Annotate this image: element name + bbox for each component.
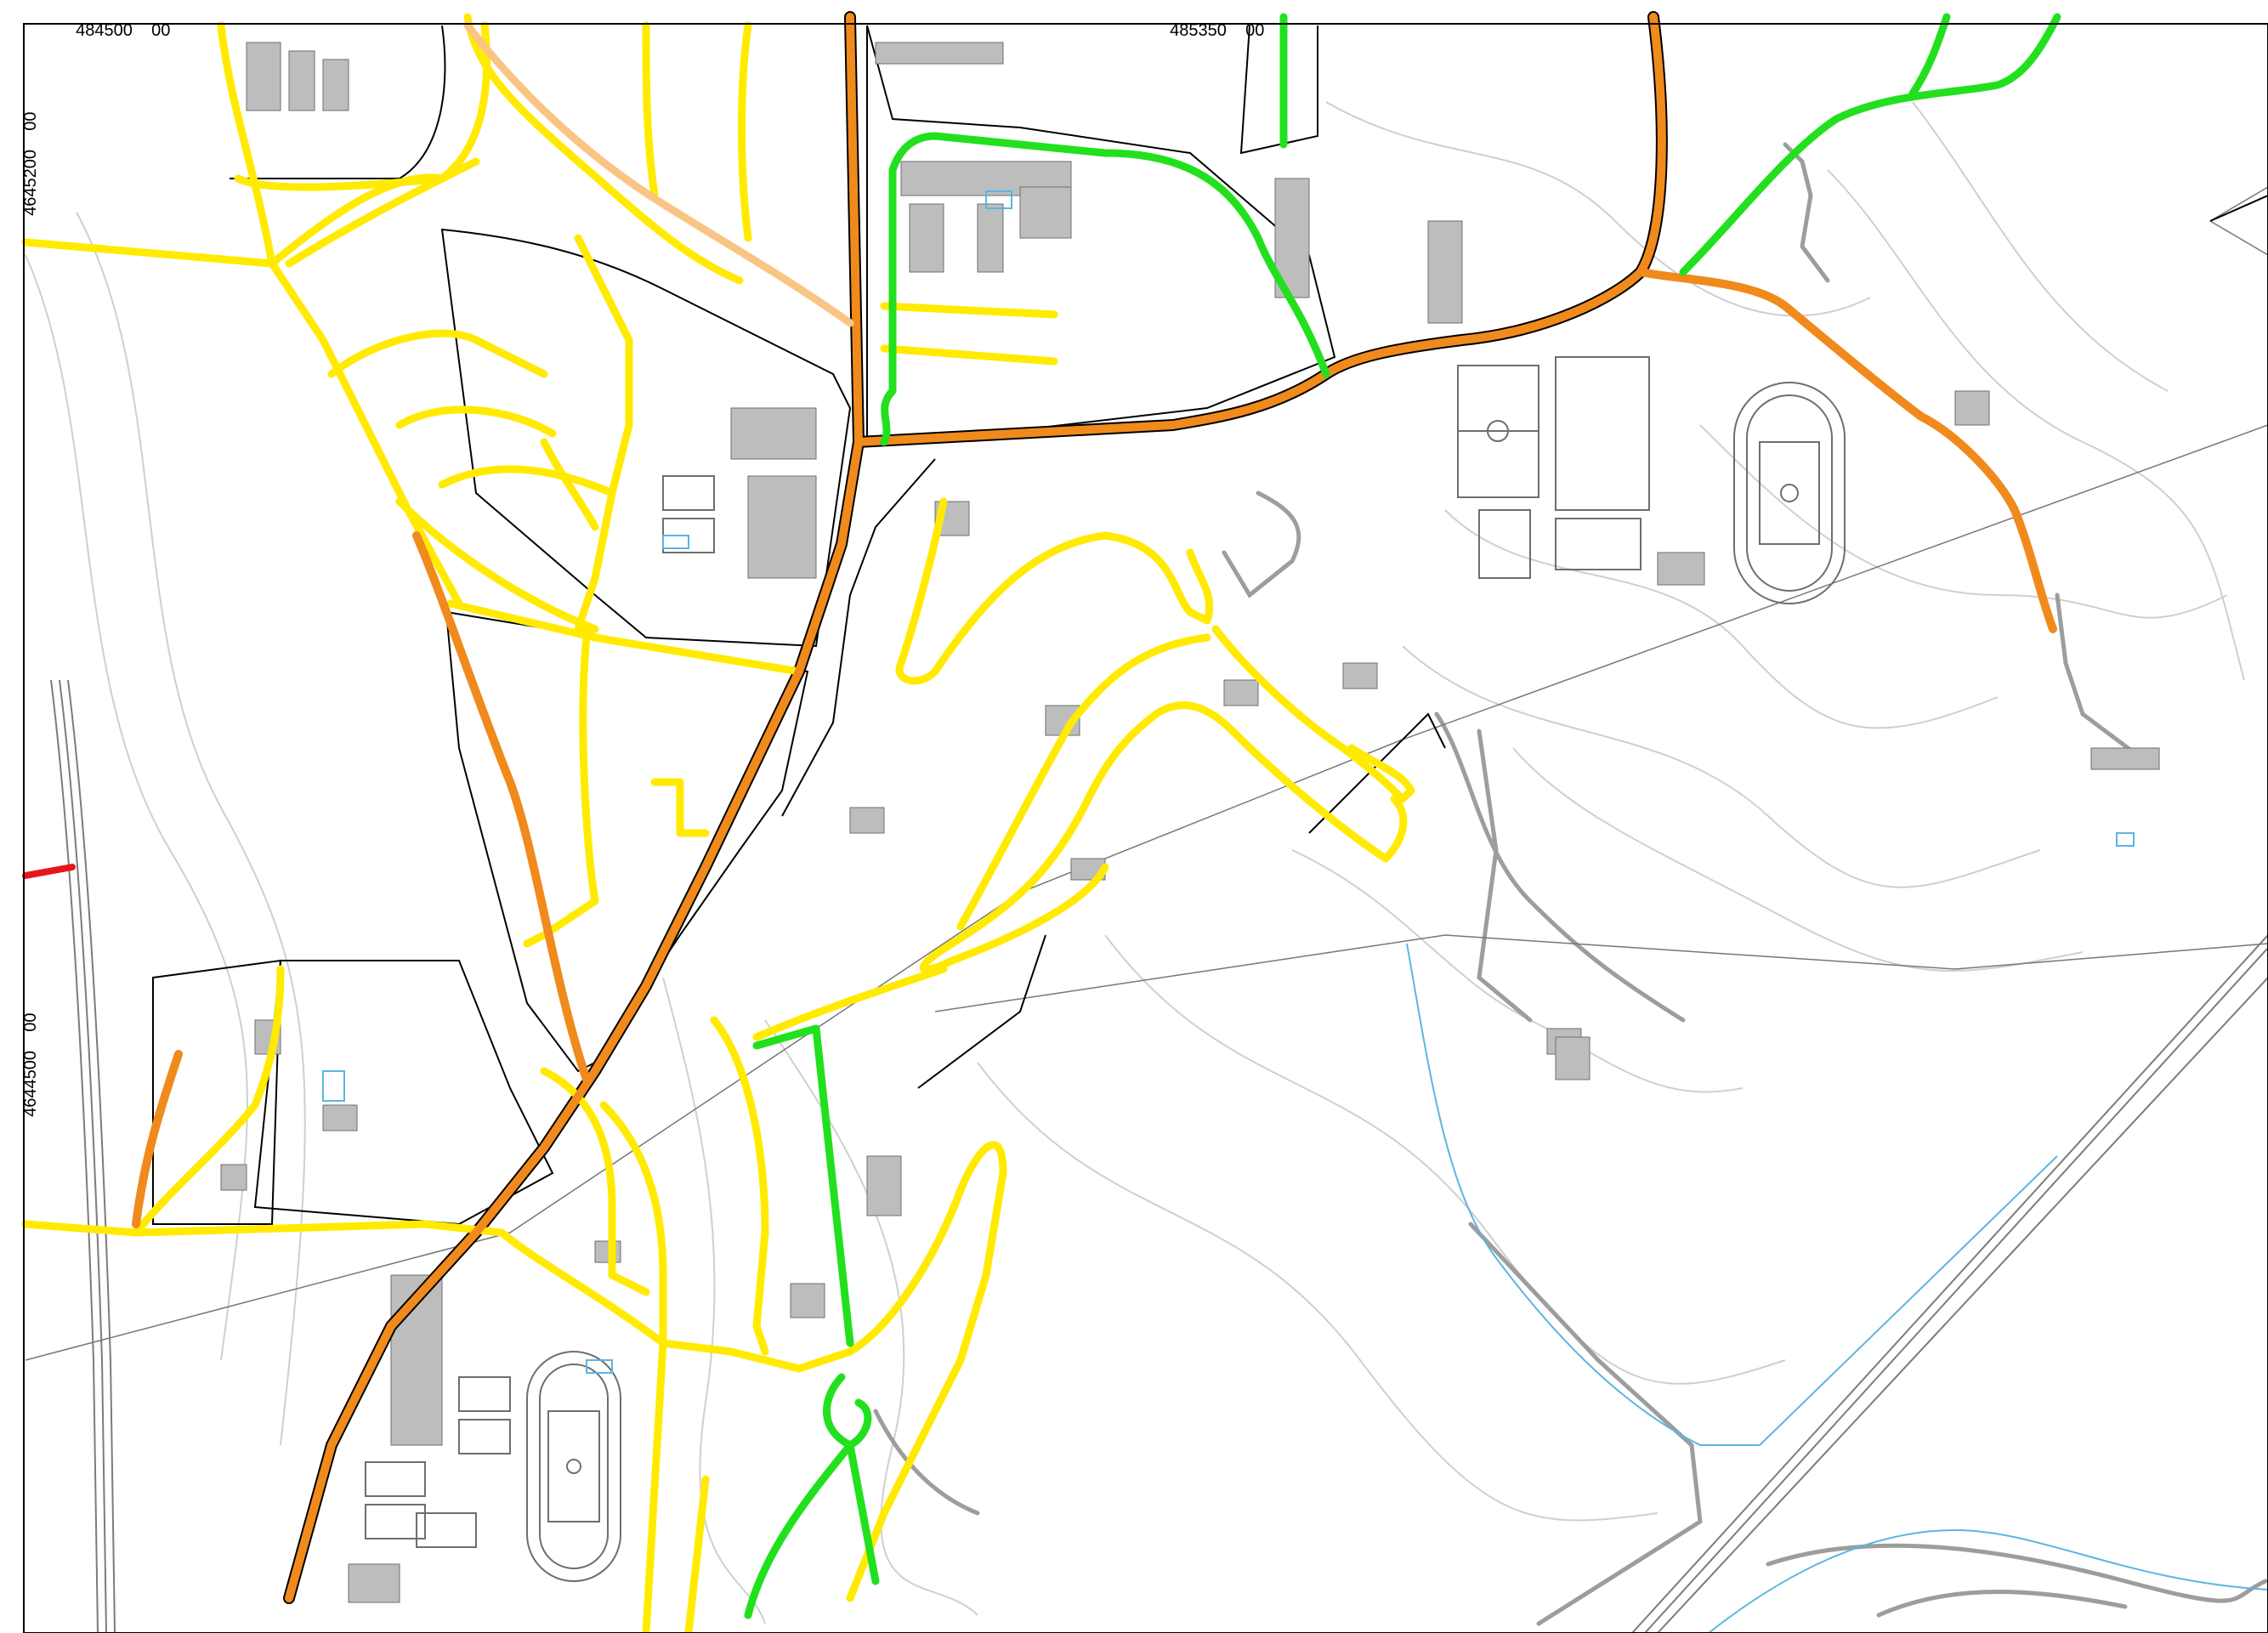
building (322, 1104, 358, 1131)
building (1019, 186, 1072, 239)
pools (322, 190, 2135, 1374)
building (1555, 1036, 1590, 1080)
track-infield (1759, 441, 1820, 545)
building (866, 1155, 902, 1216)
building (747, 475, 817, 579)
coord-left-lower: 4644500 00 (5, 1012, 40, 1126)
building (246, 42, 281, 111)
building (594, 1240, 621, 1263)
building (790, 1283, 825, 1318)
block-outlines (152, 25, 2268, 1226)
building (2090, 747, 2160, 770)
building (730, 407, 817, 460)
building (1342, 662, 1378, 689)
connector-roads (463, 21, 854, 327)
railway (50, 679, 2268, 1633)
building (1427, 220, 1463, 324)
streams (1406, 943, 2268, 1633)
running-track (1733, 382, 1846, 604)
contour-lines (25, 101, 2245, 1624)
small-field (1555, 518, 1641, 570)
coord-top-left-main: 484500 (76, 21, 133, 40)
coord-left-upper-main: 4645200 (21, 150, 40, 216)
building (909, 203, 944, 273)
building (1223, 679, 1259, 706)
coord-left-upper-minor: 00 (21, 111, 40, 131)
building (875, 42, 1004, 65)
collector-roads (21, 13, 1415, 1633)
building (849, 807, 885, 834)
coord-top-left: 484500 00 (66, 5, 170, 39)
running-track-south (526, 1351, 621, 1582)
local-roads (744, 13, 2061, 1619)
coord-top-mid-main: 485350 (1170, 21, 1227, 40)
building (288, 50, 315, 111)
critical-roads (22, 864, 76, 879)
building (1657, 552, 1705, 586)
sports-fields (365, 356, 1846, 1582)
coord-left-upper: 4645200 00 (5, 111, 40, 225)
small-field (1478, 509, 1531, 579)
arterial-roads (132, 13, 2057, 1602)
building (977, 203, 1004, 273)
building (1954, 390, 1990, 426)
coord-left-lower-minor: 00 (21, 1012, 40, 1032)
coord-top-mid-minor: 00 (1245, 21, 1265, 40)
building (322, 59, 349, 111)
football-field (1555, 356, 1650, 511)
building (220, 1164, 247, 1191)
map-border (23, 23, 2268, 1633)
coord-left-lower-main: 4644500 (21, 1051, 40, 1117)
coord-top-mid: 485350 00 (1160, 5, 1264, 39)
building (348, 1563, 400, 1603)
buildings (220, 42, 2160, 1603)
coord-top-left-minor: 00 (151, 21, 171, 40)
